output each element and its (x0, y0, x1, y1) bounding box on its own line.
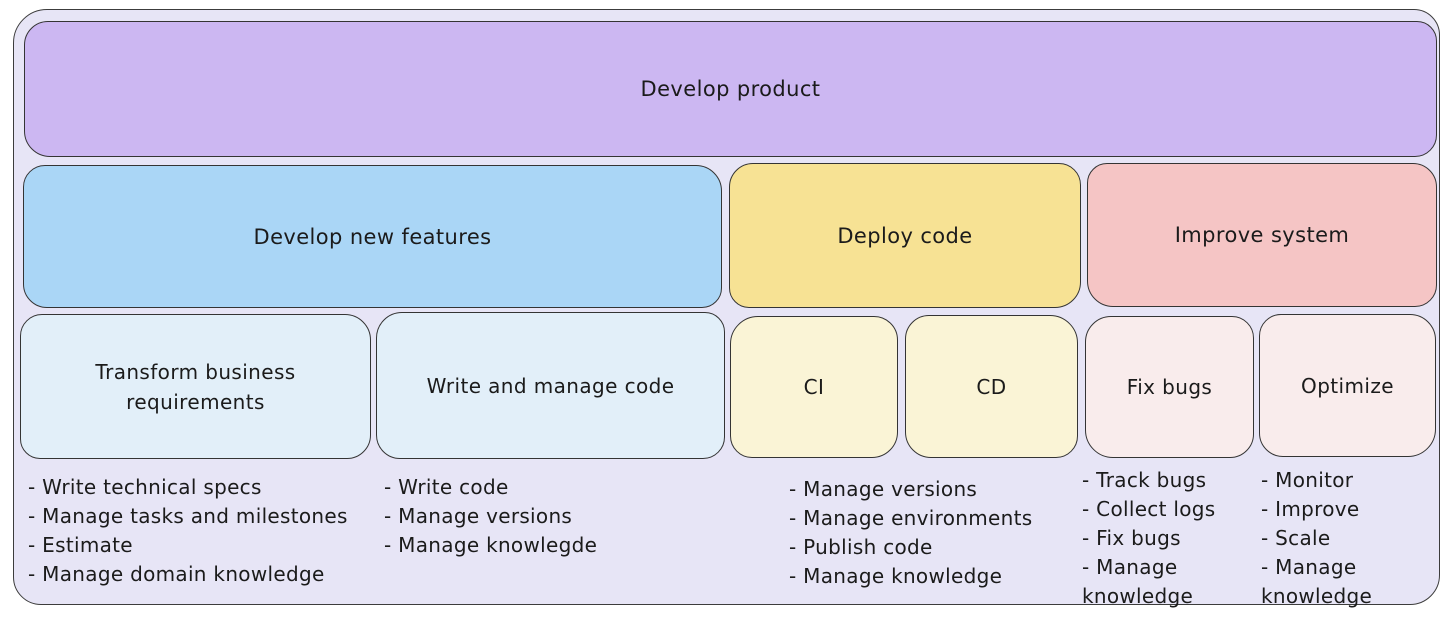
task-item: - Manage environments (789, 506, 1033, 530)
box-optimize-label: Optimize (1301, 373, 1394, 398)
task-list-write-and-manage-code: - Write code - Manage versions - Manage … (384, 473, 724, 560)
task-item: - Manage domain knowledge (28, 562, 325, 586)
box-cd-label: CD (976, 374, 1007, 399)
task-item: - Manage tasks and milestones (28, 504, 348, 528)
task-item: - Improve (1261, 497, 1360, 521)
box-transform-business-requirements: Transform business requirements (20, 314, 371, 459)
box-deploy-code-label: Deploy code (837, 223, 973, 248)
box-write-and-manage-code-label: Write and manage code (426, 373, 675, 398)
box-ci-label: CI (803, 375, 825, 399)
box-cd: CD (905, 315, 1078, 458)
box-develop-new-features-label: Develop new features (253, 224, 492, 249)
box-optimize: Optimize (1259, 314, 1436, 457)
task-list-ci-cd: - Manage versions - Manage environments … (789, 475, 1089, 591)
box-ci: CI (730, 316, 898, 458)
task-item: - Scale (1261, 526, 1331, 550)
box-fix-bugs-label: Fix bugs (1126, 375, 1213, 399)
task-list-transform-business-requirements: - Write technical specs - Manage tasks a… (28, 473, 380, 589)
task-item: - Publish code (789, 535, 933, 559)
task-item: - Write technical specs (28, 475, 262, 499)
box-develop-product-label: Develop product (640, 77, 821, 101)
task-item: - Track bugs (1082, 468, 1207, 492)
task-list-optimize: - Monitor - Improve - Scale - Manage kno… (1261, 466, 1441, 611)
task-item: - Manage knowledge (1261, 555, 1373, 608)
box-improve-system: Improve system (1087, 163, 1437, 307)
box-improve-system-label: Improve system (1174, 223, 1350, 247)
task-item: - Manage knowledge (1082, 555, 1194, 608)
box-develop-new-features: Develop new features (23, 165, 722, 308)
task-item: - Collect logs (1082, 497, 1216, 521)
task-item: - Manage versions (384, 504, 573, 528)
box-deploy-code: Deploy code (729, 163, 1081, 308)
task-item: - Manage versions (789, 477, 978, 501)
box-transform-business-requirements-label: Transform business requirements (95, 359, 296, 414)
task-item: - Manage knowlegde (384, 533, 598, 557)
task-item: - Write code (384, 475, 509, 499)
box-fix-bugs: Fix bugs (1085, 316, 1254, 458)
task-item: - Fix bugs (1082, 526, 1181, 550)
task-item: - Monitor (1261, 468, 1354, 492)
box-write-and-manage-code: Write and manage code (376, 312, 725, 459)
box-develop-product: Develop product (24, 21, 1437, 157)
task-item: - Manage knowledge (789, 564, 1003, 588)
task-item: - Estimate (28, 533, 133, 557)
task-list-fix-bugs: - Track bugs - Collect logs - Fix bugs -… (1082, 466, 1258, 611)
